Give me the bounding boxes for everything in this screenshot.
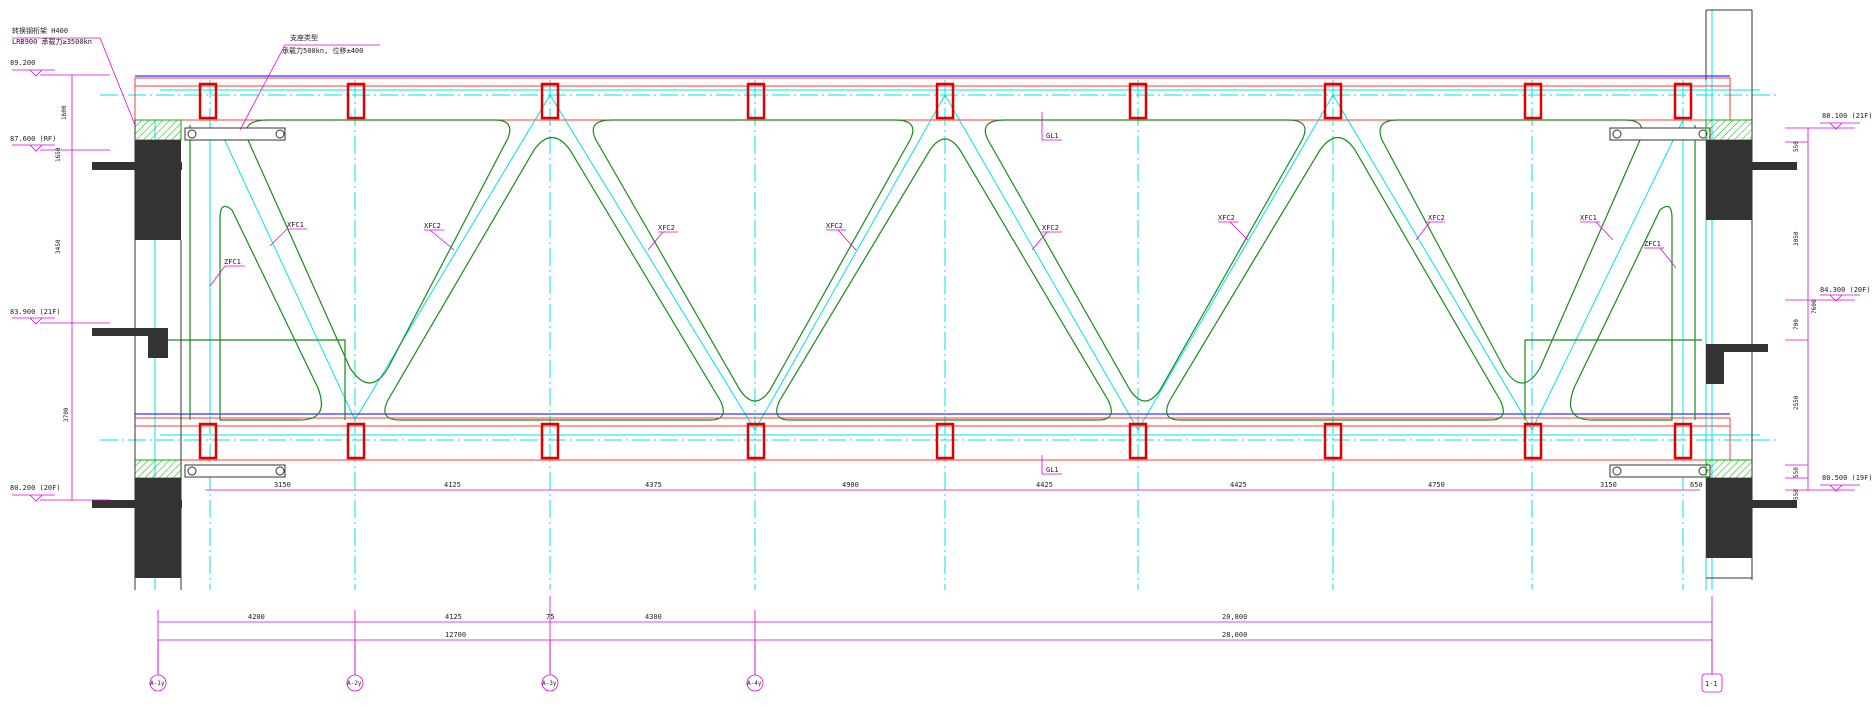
label-xfc1-left: XFC1 (287, 221, 304, 229)
bottom-dim-5: 20,800 (1222, 613, 1247, 621)
label-zfc-left: ZFC1 (224, 258, 241, 266)
label-xfc2-d: XFC2 (1042, 224, 1059, 232)
chords (134, 77, 1731, 461)
bottom-dim-7: 28,000 (1222, 631, 1247, 639)
right-dim-6: 550 (1793, 467, 1800, 478)
section-mark-box (1701, 673, 1723, 693)
axis-bubble-1 (149, 674, 167, 692)
left-dim-4: 3700 (63, 407, 70, 422)
label-xfc2-c: XFC2 (826, 222, 843, 230)
left-dim-3: 3450 (55, 239, 62, 254)
bottom-dim-3: 75 (546, 613, 554, 621)
inner-dim-5: 4425 (1036, 481, 1053, 489)
level-left-2: 87.600 (RF) (10, 135, 56, 143)
label-gl-bottom: GL1 (1046, 466, 1059, 474)
inner-dim-7: 4750 (1428, 481, 1445, 489)
inner-dim-2: 4125 (444, 481, 461, 489)
axis-bubble-4 (746, 674, 764, 692)
level-left-4: 80.200 (20F) (10, 484, 61, 492)
level-left-1: 89.200 (10, 59, 35, 67)
axis-bubbles (149, 673, 1723, 693)
structure-slabs (92, 9, 1797, 590)
right-dim-4: 700 (1793, 319, 1800, 330)
level-right-3: 80.500 (19F) (1822, 474, 1872, 482)
level-right-1: 88.100 (21F) (1822, 112, 1872, 120)
bottom-dim-1: 4200 (248, 613, 265, 621)
axis-blue-lines (135, 75, 1730, 415)
label-zfc-right: ZFC1 (1644, 240, 1661, 248)
right-dim-7: 550 (1793, 489, 1800, 500)
inner-dim-9: 650 (1690, 481, 1703, 489)
axis-bubble-2 (346, 674, 364, 692)
note-line-1: 转换钢桁架 H400 (12, 26, 68, 35)
right-dim-2: 3050 (1793, 231, 1800, 246)
inner-dim-8: 3150 (1600, 481, 1617, 489)
label-xfc2-f: XFC2 (1428, 214, 1445, 222)
label-xfc2-e: XFC2 (1218, 214, 1235, 222)
bottom-dim-2: 4125 (445, 613, 462, 621)
level-right-2: 84.300 (20F) (1820, 286, 1871, 294)
inner-dim-6: 4425 (1230, 481, 1247, 489)
note-line-3: 支座类型 (290, 33, 318, 42)
inner-dim-4: 4900 (842, 481, 859, 489)
grid-lines (100, 10, 1780, 590)
axis-bubble-3 (541, 674, 559, 692)
axis-bubble-label-4: A-4y (747, 680, 762, 687)
label-xfc2-b: XFC2 (658, 224, 675, 232)
level-left-3: 83.900 (21F) (10, 308, 61, 316)
axis-bubble-label-1: A-1y (150, 680, 165, 687)
dimension-lines (12, 37, 1860, 680)
bottom-dim-6: 12700 (445, 631, 466, 639)
note-line-2: LRB900 承载力≥3500kn (12, 37, 92, 46)
right-dim-3: 7600 (1811, 299, 1818, 314)
bottom-dim-4: 4300 (645, 613, 662, 621)
left-dim-1: 1600 (61, 105, 68, 120)
axis-bubble-label-2: A-2y (347, 680, 362, 687)
note-line-4: 承载力500kn, 位移±400 (282, 46, 363, 55)
left-dim-2: 1650 (55, 147, 62, 162)
label-xfc1-right: XFC1 (1580, 214, 1597, 222)
inner-dim-3: 4375 (645, 481, 662, 489)
axis-bubble-label-3: A-3y (542, 680, 557, 687)
right-dim-1: 550 (1793, 141, 1800, 152)
right-dim-5: 2550 (1793, 395, 1800, 410)
truss-web (168, 119, 1702, 421)
label-xfc2-a: XFC2 (424, 222, 441, 230)
label-gl-top: GL1 (1046, 132, 1059, 140)
bearings (184, 127, 1711, 478)
labels: 转换钢桁架 H400 LRB900 承载力≥3500kn 支座类型 承载力500… (10, 26, 1872, 688)
member-boxes (198, 82, 1693, 460)
inner-dim-1: 3150 (274, 481, 291, 489)
section-mark-label: 1-1 (1705, 680, 1718, 688)
